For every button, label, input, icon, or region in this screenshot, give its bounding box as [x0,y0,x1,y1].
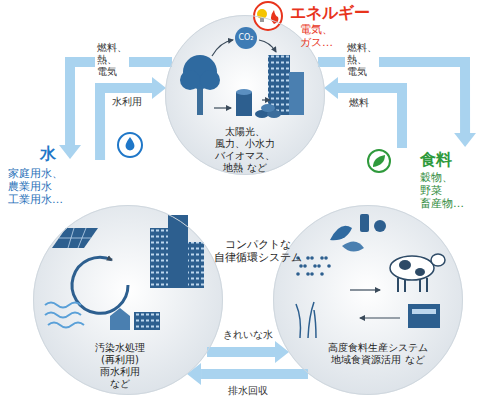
food-picture [342,241,364,251]
domain-heading: エネルギー [290,3,370,22]
water-picture [110,308,130,330]
food-picture [404,279,406,292]
energy-picture [236,89,252,95]
food-picture [390,256,434,280]
domain-heading: 水 [40,144,56,163]
water-picture [45,313,81,318]
water-picture [52,228,98,248]
domain-icon [260,18,264,22]
food-picture [317,264,321,268]
water-picture [188,242,204,288]
energy-picture [214,107,231,108]
food-picture [419,279,421,292]
food-picture [408,304,440,328]
energy-picture [289,72,304,115]
water-picture [134,312,160,330]
food-picture [360,317,400,318]
food-picture [350,289,380,290]
water-picture [45,303,81,308]
food-picture [303,264,307,268]
food-picture [296,272,300,276]
food-picture [324,256,328,260]
co2-label: CO₂ [238,33,253,43]
water-picture [59,238,91,239]
domain-icon [118,133,142,157]
energy-picture [235,27,257,49]
flow-label: 水利用 [110,96,144,108]
domain-heading: 食料 [420,150,452,169]
water-picture [78,228,86,248]
food-picture [320,256,324,260]
food-picture [313,264,317,268]
food-picture [296,214,445,338]
flow-arrow [207,347,275,357]
center-label: コンパクトな 自律循環システム [214,238,302,264]
energy-picture [236,92,252,116]
water-picture [168,215,188,288]
circle-ground [273,205,463,395]
food-picture [431,254,445,266]
circle-ground [33,15,463,395]
food-picture [360,214,369,232]
food-picture [374,220,386,232]
energy-picture [180,27,304,118]
food-picture [415,268,425,276]
flow-label: きれいな水 [221,329,275,341]
circle-outline [274,206,463,395]
energy-picture [212,40,233,56]
food-picture [412,309,436,314]
circle-outline [34,206,223,395]
food-picture [299,264,303,268]
cycle-circle: 水家庭用水、農業用水 工業用水…汚染水処理(再利用) 雨水利用 など [33,205,223,395]
flow-arrow [318,62,465,133]
technology-caption: 太陽光、風力、小水力 バイオマス、地熱 など [215,126,275,174]
food-picture [397,278,399,292]
energy-picture [262,99,270,100]
food-picture [296,302,316,338]
flow-arrow [201,369,308,379]
food-picture [320,272,324,276]
domain-icon [368,150,390,172]
food-picture [330,226,352,241]
cycle-circle: 食料穀物、野菜 畜産物…高度食料生産システム 地域食資源活用 など [273,205,463,395]
domain-icon [254,2,282,30]
energy-picture [180,70,200,90]
flow-arrow [338,88,402,148]
circle-outline [273,205,463,395]
water-picture [45,215,204,330]
water-picture [68,228,74,248]
energy-picture [261,104,275,112]
water-picture [48,323,84,328]
technology-caption: 汚染水処理(再利用) 雨水利用 など [95,342,145,390]
food-picture [327,264,331,268]
flow-arrow [100,88,152,160]
flow-label: 排水回収 [226,385,270,397]
food-picture [306,272,310,276]
circle-ground [33,205,223,395]
energy-picture [197,85,203,115]
technology-caption: 高度食料生産システム 地域食資源活用 など [328,342,428,366]
flow-label: 燃料 [347,97,371,109]
food-picture [310,272,314,276]
water-picture [150,228,168,288]
domain-examples: 電気、ガス… [300,23,333,49]
food-picture [399,260,411,270]
food-picture [310,256,314,260]
flow-label: 燃料、熱、電気 [95,42,129,78]
domain-icon [373,155,385,167]
energy-picture [200,70,220,90]
food-picture [306,256,310,260]
energy-picture [259,40,276,52]
food-picture [426,278,428,292]
domain-examples: 家庭用水、農業用水 工業用水… [8,167,63,207]
domain-examples: 穀物、野菜 畜産物… [420,171,464,211]
domain-icon [126,137,135,150]
flow-label: 燃料、熱、電気 [345,42,379,78]
